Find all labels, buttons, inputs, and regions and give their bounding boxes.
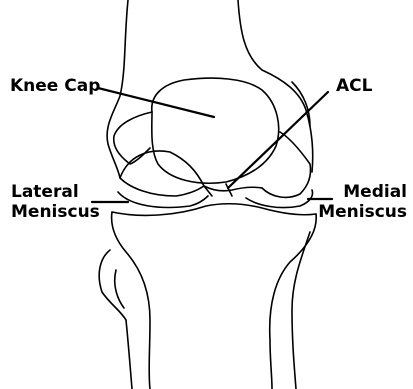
medial-meniscus-label: Medial Meniscus	[318, 182, 407, 222]
tibia-left-outline	[112, 212, 150, 389]
medial-meniscus-label-line1: Medial	[318, 182, 407, 202]
tibia-inner-right	[292, 232, 310, 389]
lateral-meniscus-label: Lateral Meniscus	[11, 182, 100, 222]
knee-cap-label: Knee Cap	[10, 76, 100, 96]
acl-label: ACL	[336, 76, 372, 96]
lateral-meniscus-label-line1: Lateral	[11, 182, 100, 202]
medial-condyle	[262, 132, 311, 197]
knee-cap-label-text: Knee Cap	[10, 76, 100, 96]
lateral-meniscus-label-line2: Meniscus	[11, 202, 100, 222]
lateral-meniscus-shape	[118, 192, 208, 207]
intercondylar-notch	[204, 186, 262, 191]
fibula-inner	[115, 270, 124, 308]
fibula	[99, 250, 132, 389]
acl-label-text: ACL	[336, 76, 372, 96]
patella-lateral-facet	[114, 112, 152, 164]
medial-meniscus-label-line2: Meniscus	[318, 202, 407, 222]
knee-cap-leader	[98, 88, 214, 117]
tibia	[112, 204, 317, 389]
femoral-condyles	[120, 132, 311, 197]
medial-meniscus-shape	[246, 190, 313, 208]
fibula-head	[99, 250, 126, 320]
acl-leader	[228, 92, 328, 188]
lateral-condyle	[120, 151, 204, 196]
patella-main	[152, 78, 279, 183]
patella	[114, 78, 279, 183]
fibula-shaft	[126, 320, 132, 389]
femur	[107, 0, 313, 178]
